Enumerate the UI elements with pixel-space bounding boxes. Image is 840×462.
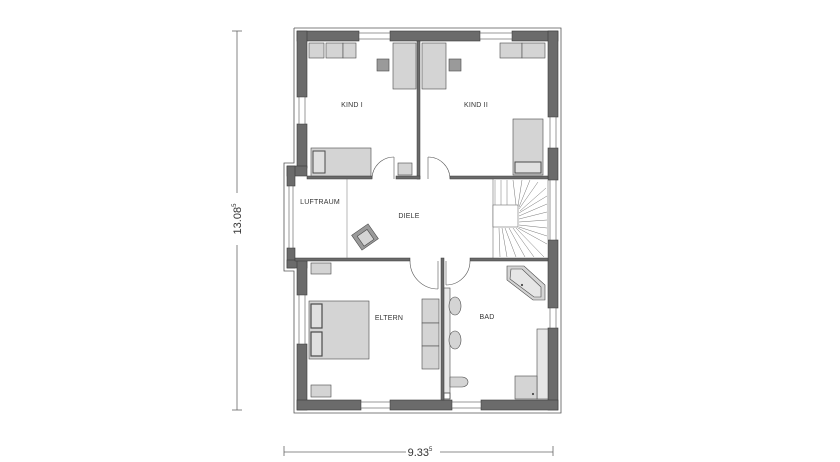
height-dimension-label: 13.085 (232, 203, 244, 235)
room-label-luftraum: LUFTRAUM (300, 199, 340, 206)
kind1-shelf (308, 42, 325, 59)
kind2-desk (421, 42, 447, 90)
room-label-eltern: ELTERN (375, 315, 403, 322)
bad-sink-2 (448, 330, 462, 350)
width-dimension-label: 9.335 (408, 447, 433, 459)
kind2-shelf (499, 42, 523, 59)
width-dimension (283, 446, 554, 456)
outer-walls (286, 30, 559, 411)
bad-sink-1 (448, 296, 462, 316)
windows (288, 32, 557, 409)
eltern-nightstand-bottom (310, 384, 332, 398)
eltern-wardrobe (421, 298, 440, 324)
diele-armchair (351, 223, 379, 251)
outer-outline (283, 27, 562, 414)
room-label-kind1: KIND I (341, 102, 363, 109)
room-label-diele: DIELE (398, 213, 419, 220)
furniture (308, 42, 549, 400)
bad-shower-wall (536, 328, 549, 400)
room-label-bad: BAD (480, 314, 495, 321)
interior-walls (294, 40, 549, 401)
kind1-chair (376, 58, 390, 72)
kind1-desk (392, 42, 417, 90)
doors (371, 156, 471, 290)
height-dimension (232, 30, 242, 411)
kind2-chair (448, 58, 462, 72)
bad-toilet (449, 376, 469, 388)
room-label-kind2: KIND II (464, 102, 488, 109)
kind1-nightstand (397, 162, 413, 176)
eltern-nightstand-top (310, 262, 332, 275)
bad-shower (514, 375, 538, 400)
staircase (492, 178, 549, 259)
